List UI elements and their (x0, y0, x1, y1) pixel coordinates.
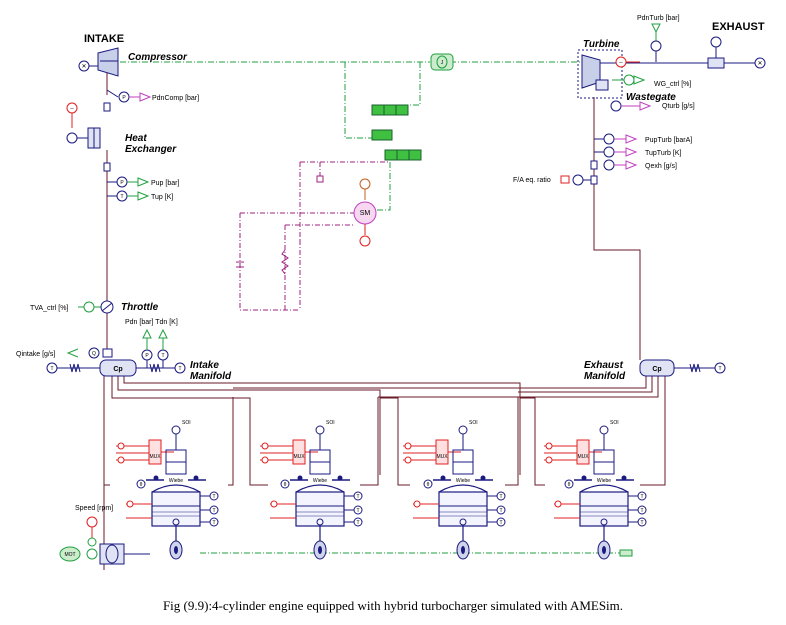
pup-sensor: P (107, 176, 150, 188)
mot-icon[interactable]: MOT (59, 543, 150, 565)
svg-text:∼: ∼ (70, 106, 74, 112)
cylinder-1[interactable]: Wiebe SOI (115, 420, 219, 560)
svg-text:MOT: MOT (64, 552, 75, 558)
intake-manifold-icon[interactable]: Cp T T (46, 359, 186, 377)
intake-manifold-label-1: Intake (190, 360, 219, 371)
tva-ctrl-input[interactable] (78, 301, 102, 313)
svg-text:Q: Q (92, 351, 96, 357)
qintake-sensor: Q (66, 347, 113, 359)
intake-manifold-label-2: Manifold (190, 371, 232, 382)
wg-ctrl-label: WG_ctrl [%] (654, 81, 691, 88)
flywheel-icon[interactable]: J (430, 53, 454, 71)
cylinder-3[interactable]: Wiebe SOI (402, 420, 506, 560)
qturb-label: Qturb [g/s] (662, 103, 695, 110)
pipe-connector (103, 162, 111, 172)
svg-text:Cp: Cp (113, 366, 122, 373)
svg-text:Wiebe: Wiebe (597, 478, 611, 484)
svg-text:∼: ∼ (619, 60, 623, 66)
tup-sensor: T (107, 190, 150, 202)
shaft-end (619, 549, 633, 557)
exhaust-manifold-label-1: Exhaust (584, 360, 624, 371)
pdncomp-label: PdnComp [bar] (152, 95, 199, 102)
throttle-label: Throttle (121, 302, 159, 313)
svg-text:✕: ✕ (757, 61, 762, 67)
turbo-shaft (120, 61, 620, 554)
turbine-icon[interactable] (577, 49, 623, 99)
fa-ratio-label: F/A eq. ratio (513, 177, 551, 184)
svg-text:J: J (441, 60, 444, 66)
compressor-label: Compressor (128, 52, 188, 63)
svg-text:P: P (120, 180, 124, 186)
svg-text:SOI: SOI (326, 420, 335, 426)
exhaust-manifold-label-2: Manifold (584, 371, 626, 382)
speed-sensor (86, 516, 98, 547)
intake-label: INTAKE (84, 33, 124, 45)
wg-ctrl-input[interactable]: ∼ (612, 56, 646, 86)
qturb-sensor (610, 100, 652, 112)
svg-text:P: P (145, 353, 149, 359)
svg-text:T: T (161, 353, 164, 359)
turbine-label: Turbine (583, 39, 620, 50)
pdn-tdn-sensors: P T (141, 328, 169, 368)
tupturb-sensor (594, 146, 638, 158)
compressor-icon[interactable] (97, 47, 119, 77)
shaft-junction-upper (371, 104, 409, 141)
heat-exchanger-label-1: Heat (125, 133, 147, 144)
svg-text:SOI: SOI (610, 420, 619, 426)
figure-caption: Fig (9.9):4-cylinder engine equipped wit… (162, 598, 624, 613)
pdnturb-label: PdnTurb [bar] (637, 15, 680, 22)
exhaust-manifold-icon[interactable]: Cp T (639, 359, 726, 377)
pupturb-sensor (594, 133, 638, 145)
pdncomp-sensor: P (106, 89, 152, 103)
tva-ctrl-label: TVA_ctrl [%] (30, 305, 68, 312)
intake-pipe (103, 62, 545, 570)
svg-text:✕: ✕ (81, 64, 86, 70)
circuit-node (316, 175, 324, 183)
cylinder-2[interactable]: Wiebe SOI (259, 420, 363, 560)
engine-schematic: MUX θ T (16, 15, 766, 570)
throttle-icon[interactable] (100, 300, 114, 314)
qintake-label: Qintake [g/s] (16, 351, 55, 358)
svg-text:SOI: SOI (182, 420, 191, 426)
exhaust-pipe (228, 97, 666, 486)
fa-ratio-sensor (560, 174, 598, 186)
pdn-tdn-label: Pdn [bar] Tdn [K] (125, 319, 178, 326)
tup-label: Tup [K] (151, 194, 173, 201)
speed-label: Speed [rpm] (75, 505, 113, 512)
pipe-connector (103, 102, 111, 112)
qexh-label: Qexh [g/s] (645, 163, 677, 170)
svg-text:Wiebe: Wiebe (169, 478, 183, 484)
electric-components (236, 249, 289, 275)
svg-text:T: T (718, 366, 721, 372)
qexh-sensor (590, 159, 638, 171)
inlet-source-icon: ✕ (78, 60, 98, 72)
exhaust-outlet-icon: ✕ (595, 36, 766, 69)
svg-text:P: P (122, 95, 126, 101)
svg-text:Cp: Cp (652, 366, 661, 373)
svg-text:T: T (120, 194, 123, 200)
cylinder-4[interactable]: Wiebe SOI (543, 420, 647, 560)
svg-text:T: T (50, 366, 53, 372)
exhaust-label: EXHAUST (712, 21, 765, 33)
heat-exchanger-label-2: Exchanger (125, 144, 177, 155)
pdnturb-sensor (650, 23, 662, 62)
svg-text:SOI: SOI (469, 420, 478, 426)
svg-text:Wiebe: Wiebe (456, 478, 470, 484)
svg-text:SM: SM (360, 210, 371, 217)
svg-text:T: T (178, 366, 181, 372)
svg-text:Wiebe: Wiebe (313, 478, 327, 484)
pup-label: Pup [bar] (151, 180, 179, 187)
shaft-junction-lower (384, 149, 422, 161)
electric-circuit (239, 161, 390, 311)
electric-machine-icon[interactable]: SM (353, 178, 377, 247)
pupturb-label: PupTurb [barA] (645, 137, 692, 144)
wastegate-label: Wastegate (626, 92, 676, 103)
tupturb-label: TupTurb [K] (645, 150, 681, 157)
heat-exchanger-icon[interactable]: ∼ (66, 102, 101, 149)
